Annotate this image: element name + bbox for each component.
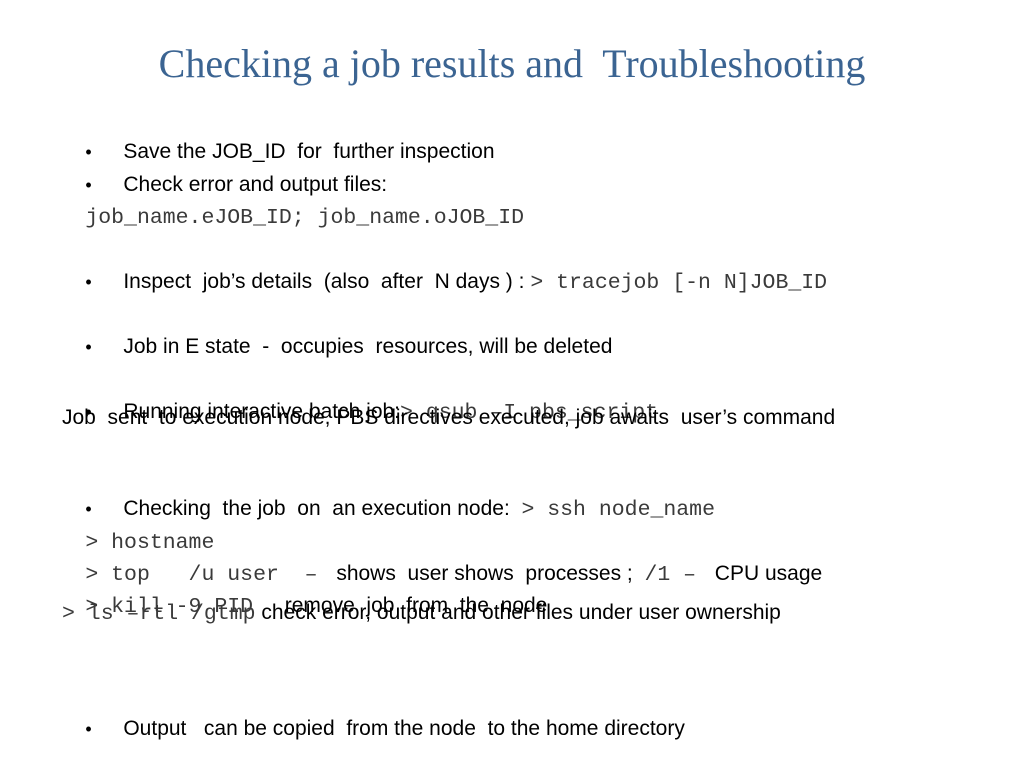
list-item-inspect: • Inspect job’s details (also after N day… (62, 243, 827, 322)
list-item-interactive: • Running interactive batch job:> qsub –I… (62, 373, 658, 452)
text-top: shows user shows processes ; (330, 562, 645, 585)
item-text: Save the JOB_ID for further inspection (123, 140, 495, 163)
list-item-output: • Output can be copied from the node to t… (62, 690, 685, 768)
slide-title: Checking a job results and Troubleshooti… (158, 41, 866, 86)
bullet-icon: • (85, 175, 92, 195)
code-hostname: > hostname (85, 531, 215, 555)
code-line-files: job_name.eJOB_ID; job_name.oJOB_ID (62, 178, 524, 257)
code-kill: > kill -9 PID (85, 595, 279, 619)
item-text: Running interactive batch job: (123, 400, 401, 423)
code-qsub: > qsub –I pbs_script (400, 401, 659, 425)
code-line-ls: > ls –rtl /gtmp check error, output and … (62, 600, 942, 627)
code-top: > top /u user – (85, 563, 331, 587)
code-line-kill: > kill -9 PID remove job from the node (62, 567, 547, 646)
code-ssh: > ssh node_name (521, 498, 715, 522)
list-item-checking: •Checking the job on an execution node: … (62, 470, 715, 549)
text-kill: remove job from the node (278, 594, 548, 617)
item-text: Checking the job on an execution node: (123, 497, 522, 520)
bullet-icon: • (85, 719, 92, 739)
text-cpu-usage: CPU usage (708, 562, 823, 585)
code-tracejob: > tracejob [-n N]JOB_ID (530, 271, 828, 295)
code-ls: > ls –rtl /gtmp (62, 602, 256, 626)
code-line-top: > top /u user – shows user shows process… (62, 535, 822, 614)
item-text: Inspect job’s details (also after N days… (123, 270, 531, 293)
bullet-icon: • (85, 499, 92, 519)
list-item-save-jobid: • Save the JOB_ID for further inspection (62, 113, 495, 191)
item-text: Job in E state - occupies resources, wil… (123, 335, 613, 358)
bullet-icon: • (85, 337, 92, 357)
list-item-check-files: • Check error and output files: (62, 146, 387, 224)
code-line-hostname: > hostname (62, 503, 214, 582)
item-text: Output can be copied from the node to th… (123, 717, 685, 740)
code-files: job_name.eJOB_ID; job_name.oJOB_ID (85, 206, 525, 230)
bullet-icon: • (85, 272, 92, 292)
text-job-sent: Job sent to execution node, PBS directiv… (62, 406, 836, 429)
code-top-1: /1 – (644, 563, 709, 587)
text-ls: check error, output and other files unde… (255, 601, 781, 624)
item-text: Check error and output files: (123, 173, 388, 196)
bullet-icon: • (85, 142, 92, 162)
list-item-e-state: • Job in E state - occupies resources, wi… (62, 308, 612, 386)
bullet-icon: • (85, 402, 92, 422)
